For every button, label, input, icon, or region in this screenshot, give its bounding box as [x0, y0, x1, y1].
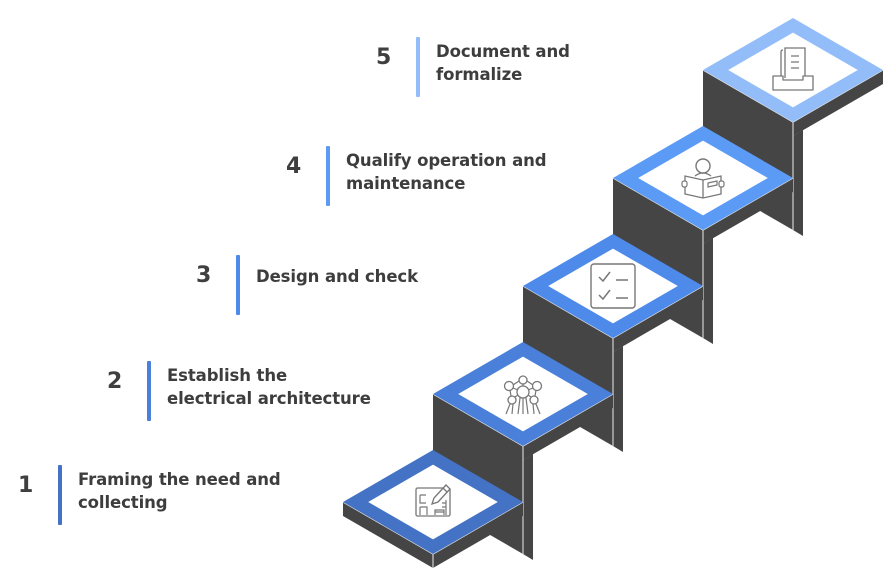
- network-structure-icon: [503, 375, 543, 415]
- step-support: [613, 346, 623, 452]
- step-riser-right: [613, 286, 703, 352]
- blueprint-pencil-icon: [415, 484, 451, 517]
- step-accent-bar: [236, 255, 240, 315]
- step-riser-left: [343, 502, 433, 568]
- step-riser-right: [703, 178, 793, 244]
- step-top-surface: [638, 140, 768, 216]
- step-accent-bar: [416, 37, 420, 97]
- step-1: [342, 450, 524, 568]
- step-title: Design and check: [256, 267, 418, 286]
- step-number: 5: [376, 45, 392, 70]
- step-top-surface: [548, 248, 678, 324]
- step-number: 3: [196, 263, 212, 288]
- step-accent-bar: [147, 361, 151, 421]
- step-number: 4: [286, 154, 302, 179]
- step-support: [793, 130, 803, 236]
- step-label-3: 3 Design and check: [196, 255, 418, 315]
- reading-person-icon: [681, 158, 725, 199]
- step-riser-right: [433, 502, 523, 568]
- step-4: [612, 126, 794, 344]
- step-support: [703, 238, 713, 344]
- step-number: 2: [107, 369, 123, 394]
- step-number: 1: [18, 473, 34, 498]
- step-riser-right: [523, 394, 613, 460]
- checklist-icon: [590, 263, 636, 309]
- document-tray-icon: [772, 47, 814, 91]
- step-riser-right: [793, 70, 883, 136]
- step-support: [523, 454, 533, 560]
- step-accent-bar: [326, 146, 330, 206]
- step-accent-bar: [58, 465, 62, 525]
